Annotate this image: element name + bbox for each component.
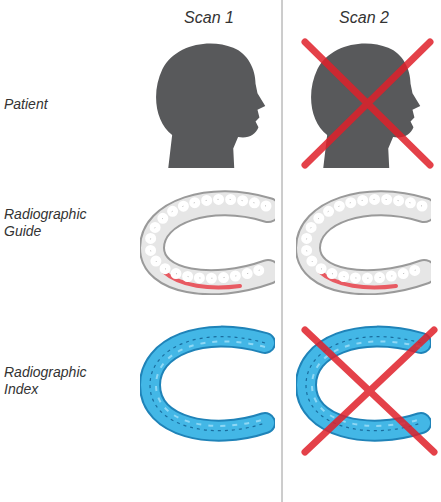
column-header: Scan 1 <box>150 8 268 27</box>
column-header: Scan 2 <box>305 8 423 27</box>
row-label: Patient <box>4 96 104 113</box>
patient-scan1 <box>156 44 265 168</box>
guide-scan2 <box>306 199 424 287</box>
cross-mark <box>305 42 434 452</box>
row-label: Radiographic Guide <box>4 206 104 240</box>
column-divider <box>282 0 283 502</box>
row-label: Radiographic Index <box>4 364 104 398</box>
index-scan1 <box>150 337 265 431</box>
guide-scan1 <box>150 199 268 287</box>
